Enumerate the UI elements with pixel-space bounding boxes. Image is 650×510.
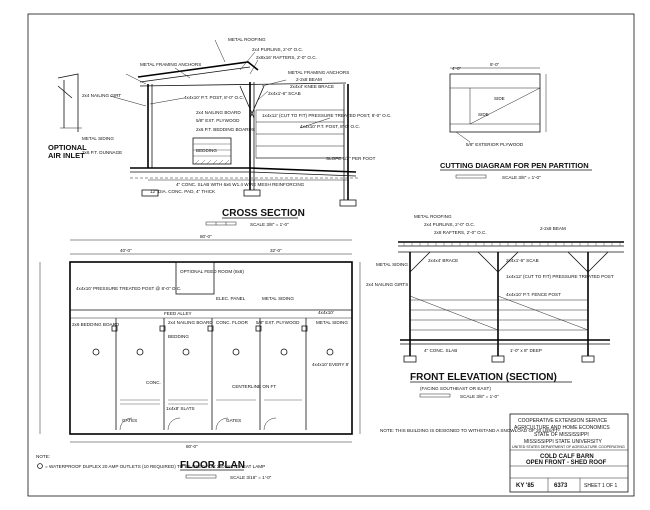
cutting-diagram-scale: SCALE 3/8" = 1'-0": [502, 175, 541, 180]
fe-label-scab: 2x4x1'-6" SCAB: [506, 258, 539, 263]
cross-section-title: CROSS SECTION: [222, 208, 305, 219]
fp-dim-right: 32'-0": [270, 248, 282, 253]
front-elevation-drawing: [398, 241, 624, 363]
cut-side-1: SIDE: [494, 96, 505, 101]
cs-label-pt-board: 1x4x12' (CUT TO FIT) PRESSURE TREATED PO…: [262, 113, 392, 118]
fe-label-fence-post: 4x4x10' P.T. FENCE POST: [506, 292, 561, 297]
sheet-border: [27, 13, 635, 497]
legend-text: = WATERPROOF DUPLEX 20 AMP OUTLETS (10 R…: [45, 464, 265, 469]
cross-section-scale: SCALE 3/8" = 1'-0": [250, 222, 289, 227]
fe-label-deep: 1'-0" x 8" DEEP: [510, 348, 542, 353]
cs-label-nailing-girt: 2x4 NAILING GIRT: [82, 93, 121, 98]
cs-label-knee-brace: 2x4x4' KNEE BRACE: [290, 84, 334, 89]
cutting-diagram: [449, 67, 547, 143]
cs-label-scab: 2x4x1'-6" SCAB: [268, 91, 301, 96]
tb-org-5: UNITED STATES DEPARTMENT OF AGRICULTURE …: [512, 445, 625, 449]
fp-dim-overall-bottom: 80'-0": [186, 444, 198, 449]
cut-dim-4ft: 4'-0": [452, 66, 462, 71]
cs-label-purlins: 2x4 PURLINS, 2'-0" O.C.: [252, 47, 303, 52]
front-elevation-subtitle: (FACING SOUTHEAST OR EAST): [420, 386, 491, 391]
fe-label-brace: 2x4x4' BRACE: [428, 258, 458, 263]
fp-label-feed-room: OPTIONAL FEED ROOM (8x8): [180, 269, 244, 274]
fp-label-feed-alley: FEED ALLEY: [164, 311, 192, 316]
front-elevation-title: FRONT ELEVATION (SECTION): [410, 372, 557, 383]
legend-heading: NOTE:: [36, 454, 50, 459]
fp-dim-overall-top: 80'-0": [200, 234, 212, 239]
fe-label-purlins: 2x4 PURLINS, 2'-0" O.C.: [424, 222, 475, 227]
cut-plywood: 5/8" EXTERIOR PLYWOOD: [466, 142, 524, 147]
cross-section-drawing: [109, 39, 360, 207]
air-inlet-title-2: AIR INLET: [48, 151, 85, 160]
fp-label-centerline: CENTERLINE ON FT: [232, 384, 276, 389]
fe-label-siding: METAL SIDING: [376, 262, 408, 267]
cut-dim-8ft: 8'-0": [490, 62, 500, 67]
tb-ky: KY '85: [516, 483, 535, 489]
fp-label-bedding-board: 2x6 BEDDING BOARD: [72, 322, 120, 327]
fp-dim-left: 40'-0": [120, 248, 132, 253]
cs-label-post-2: 4x4x10' P.T. POST, 8'-0" O.C.: [300, 124, 360, 129]
cs-label-framing-anchors-2: METAL FRAMING ANCHORS: [288, 70, 349, 75]
cutting-diagram-title: CUTTING DIAGRAM FOR PEN PARTITION: [440, 161, 589, 170]
tb-org-1: COOPERATIVE EXTENSION SERVICE: [518, 418, 608, 424]
cs-label-slab: 4" CONC. SLAB WITH 6x6 W1.4 WIRE MESH RE…: [176, 182, 305, 187]
fe-label-roofing: METAL ROOFING: [414, 214, 452, 219]
cs-label-pad: 12" DIA. CONC. PAD, 4" THICK: [150, 189, 216, 194]
tb-org-3: STATE OF MISSISSIPPI: [534, 432, 589, 438]
fp-label-nailing-board: 2x4 NAILING BOARD: [168, 320, 213, 325]
fp-label-metal-siding-2: METAL SIDING: [316, 320, 348, 325]
cs-label-beam: 2-2x8 BEAM: [296, 77, 322, 82]
fp-label-slats: 1x4x8' SLATS: [166, 406, 195, 411]
cs-label-rafters: 2x8x16' RAFTERS, 2'-0" O.C.: [256, 55, 317, 60]
fp-label-plywood: 5/8" EXT. PLYWOOD: [256, 320, 300, 325]
cs-label-slope: SLOPE 1/2" PER FOOT: [326, 156, 376, 161]
fe-label-rafters: 2x8 RAFTERS, 2'-0" O.C.: [434, 230, 487, 235]
fp-label-conc-floor: CONC. FLOOR: [216, 320, 249, 325]
cut-side-2: SIDE: [478, 112, 489, 117]
fp-label-bedding: BEDDING: [168, 334, 189, 339]
snowload-note: NOTE: THIS BUILDING IS DESIGNED TO WITHS…: [380, 428, 560, 433]
cs-label-metal-siding: METAL SIDING: [82, 136, 114, 141]
floor-plan-scale: SCALE 3/16" = 1'-0": [230, 475, 272, 480]
fp-label-conc: CONC.: [146, 380, 161, 385]
roof-line: [137, 61, 259, 78]
title-block: [509, 413, 629, 493]
cs-label-bedding: BEDDING: [196, 148, 217, 153]
fp-label-pt-post: 4x4x10' PRESSURE TREATED POST @ 8'-0" O.…: [76, 286, 181, 291]
tb-org-2: AGRICULTURE AND HOME ECONOMICS: [514, 425, 610, 431]
cs-label-bedding-boards: 2x6 P.T. BEDDING BOARDS: [196, 127, 255, 132]
tb-plan-number: 6373: [554, 483, 568, 489]
fe-label-slab: 4" CONC. SLAB: [424, 348, 457, 353]
floor-plan-title: FLOOR PLAN: [180, 460, 245, 471]
fe-label-girts: 2x4 NAILING GIRTS: [366, 282, 408, 287]
cs-label-framing-anchors: METAL FRAMING ANCHORS: [140, 62, 201, 67]
cs-label-nailing-board: 2x4 NAILING BOARD: [196, 110, 241, 115]
tb-org-4: MISSISSIPPI STATE UNIVERSITY: [524, 439, 603, 445]
fp-label-elec-panel: ELEC. PANEL: [216, 296, 246, 301]
tb-project-2: OPEN FRONT - SHED ROOF: [526, 460, 607, 466]
fp-label-gates-2: GATES: [226, 418, 241, 423]
fp-label-gates-1: GATES: [122, 418, 137, 423]
cs-label-plywood: 5/8" EXT. PLYWOOD: [196, 118, 240, 123]
fp-label-every-8: 4x4x10' EVERY 8': [312, 362, 349, 367]
tb-sheet: SHEET 1 OF 1: [584, 483, 617, 489]
air-inlet-detail: [57, 73, 82, 132]
floor-plan-drawing: [39, 239, 361, 443]
front-elevation-scale: SCALE 3/8" = 1'-0": [460, 394, 499, 399]
tb-project-1: COLD CALF BARN: [540, 454, 594, 460]
fp-label-post-right: 4x4x10': [318, 310, 334, 315]
fe-label-beam: 2-2x8 BEAM: [540, 226, 566, 231]
cs-label-post: 4x4x10' P.T. POST, 8'-0" O.C.: [184, 95, 244, 100]
fp-label-metal-siding-1: METAL SIDING: [262, 296, 294, 301]
cs-scale-bar: [205, 221, 237, 226]
fe-label-pt-post: 1x4x12' (CUT TO FIT) PRESSURE TREATED PO…: [506, 274, 614, 279]
cs-label-dunnage: 2x6 P.T. DUNNAGE: [82, 150, 122, 155]
air-inlet-title-1: OPTIONAL: [48, 143, 87, 152]
outlet-symbol-icon: [37, 463, 43, 469]
cs-label-metal-roofing: METAL ROOFING: [228, 37, 266, 42]
